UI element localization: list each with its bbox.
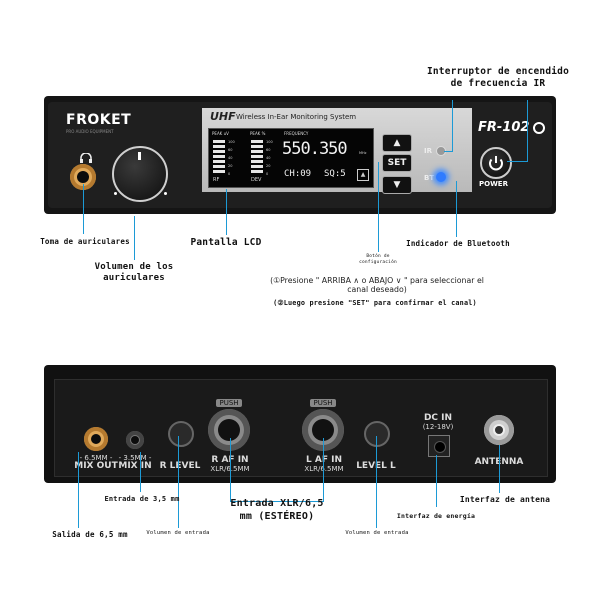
label-xlr-input: Entrada XLR/6,5 mm (ESTÉREO): [230, 498, 324, 522]
rear-panel: [54, 379, 548, 477]
set-button[interactable]: SET: [382, 154, 412, 172]
lcd-freq-unit: MHz: [359, 151, 367, 155]
line-ir-v: [452, 100, 453, 152]
xlr-r-note: XLR/6.5MM: [204, 465, 256, 473]
label-power-switch: Interruptor de encendido de frecuencia I…: [426, 66, 570, 89]
down-button[interactable]: ▼: [382, 176, 412, 194]
headphone-icon: [80, 148, 92, 163]
level-r-knob[interactable]: [168, 421, 194, 447]
power-button[interactable]: [480, 147, 512, 179]
label-config-button: Botón de configuración: [359, 254, 397, 265]
label-lcd: Pantalla LCD: [190, 237, 262, 248]
instruction-step-2: (②Luego presione "SET" para confirmar el…: [273, 299, 477, 307]
xlr-l-note: XLR/6.5MM: [298, 465, 350, 473]
label-headphone-jack: Toma de auriculares: [40, 237, 130, 246]
line-power-h: [507, 161, 527, 162]
label-power-iface: Interfaz de energía: [396, 512, 476, 520]
level-r-label: R LEVEL: [159, 461, 201, 471]
push-l-label: PUSH: [310, 399, 336, 407]
power-icon: [489, 156, 503, 171]
lcd-meter-left: [213, 138, 225, 174]
label-bluetooth: Indicador de Bluetooth: [406, 239, 510, 248]
push-r-label: PUSH: [216, 399, 242, 407]
mix-in-label: MIX IN: [118, 461, 152, 471]
lcd-squelch: SQ:5: [324, 169, 346, 179]
system-title: Wireless In-Ear Monitoring System: [236, 113, 357, 121]
line-mix-out: [78, 452, 79, 528]
antenna-connector[interactable]: [484, 415, 514, 445]
brand-logo: FROKET: [66, 112, 132, 128]
line-ir-h: [444, 151, 452, 152]
rear-unit: - 6.5MM - MIX OUT - 3.5MM - MIX IN R LEV…: [44, 365, 556, 483]
bt-led: [436, 172, 446, 182]
line-level-r: [178, 436, 179, 528]
dc-in-jack[interactable]: [428, 435, 450, 457]
line-bluetooth: [456, 181, 457, 237]
mix-out-jack[interactable]: [84, 427, 108, 451]
xlr-r-connector[interactable]: [208, 409, 250, 451]
dc-in-spec: (12-18V): [422, 423, 454, 431]
lcd-rf: RF: [213, 177, 220, 183]
knob-dot-left: [114, 192, 117, 195]
knob-dot-right: [164, 192, 167, 195]
line-xlr-right-v: [323, 438, 324, 502]
level-l-knob[interactable]: [364, 421, 390, 447]
instruction-step-1: (①Presione " ARRIBA ∧ o ABAJO ∨ " para s…: [270, 276, 484, 294]
label-input-volume-left: Volumen de entrada: [146, 530, 210, 536]
lcd-peak-left: PEAK uV: [212, 131, 229, 136]
up-arrow-icon: ▲: [393, 138, 401, 148]
af-in-l-label: L AF IN: [306, 455, 342, 465]
up-button[interactable]: ▲: [382, 134, 412, 152]
dc-in-label: DC IN: [423, 413, 453, 423]
antenna-label: ANTENNA: [474, 457, 524, 467]
down-arrow-icon: ▼: [393, 180, 401, 190]
line-volume: [134, 216, 135, 260]
line-headphone-jack: [83, 184, 84, 234]
level-l-label: LEVEL L: [356, 461, 396, 471]
label-input-35: Entrada de 3,5 mm: [104, 495, 180, 503]
mix-in-jack[interactable]: [126, 431, 144, 449]
bt-label: BT: [424, 174, 435, 182]
lcd-frequency-label: FREQUENCY: [284, 131, 309, 136]
mix-out-note: - 6.5MM -: [79, 454, 113, 462]
line-mix-in: [140, 452, 141, 492]
line-dc-in: [436, 455, 437, 507]
lcd-dev: DEV: [251, 177, 262, 183]
label-antenna-iface: Interfaz de antena: [459, 495, 551, 504]
front-unit: FROKET PRO AUDIO EQUIPMENT UHF Wireless …: [44, 96, 556, 214]
af-in-r-label: R AF IN: [211, 455, 249, 465]
line-lcd: [226, 189, 227, 235]
lcd-meter-right: [251, 138, 263, 174]
model-logo-icon: [533, 122, 545, 134]
ir-label: IR: [424, 147, 432, 155]
lcd-frequency: 550.350: [282, 139, 348, 159]
line-power-v: [527, 100, 528, 162]
mix-in-note: - 3.5MM -: [118, 454, 152, 462]
mix-out-label: MIX OUT: [74, 461, 118, 471]
lcd-channel: CH:09: [284, 169, 312, 179]
brand-subtitle: PRO AUDIO EQUIPMENT: [66, 129, 114, 134]
line-level-l: [376, 436, 377, 528]
power-label: POWER: [479, 180, 508, 188]
model-label: FR-102: [478, 120, 530, 135]
label-input-volume-right: Volumen de entrada: [345, 530, 409, 536]
label-output-65: Salida de 6,5 mm: [52, 530, 128, 539]
line-antenna: [499, 445, 500, 493]
line-xlr-left-v: [230, 438, 231, 502]
system-uhf: UHF: [210, 110, 236, 123]
headphone-volume-knob[interactable]: [112, 146, 168, 202]
label-headphone-volume: Volumen de los auriculares: [94, 262, 174, 284]
lcd-small-icon: ▲: [357, 169, 369, 181]
line-xlr-h: [230, 501, 324, 502]
line-config: [378, 162, 379, 252]
lcd-peak-right: PEAK %: [250, 131, 266, 136]
